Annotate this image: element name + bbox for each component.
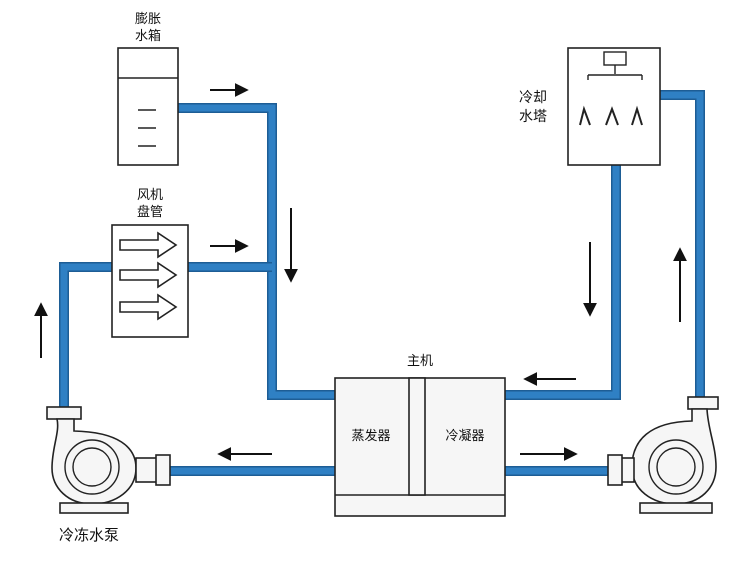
expansion-tank-label-line2: 水箱 xyxy=(135,28,161,44)
main-unit: 主机 蒸发器 冷凝器 xyxy=(334,354,506,517)
cooling-tower-return-pipe xyxy=(505,165,620,399)
chilled-water-pump: 冷冻水泵 xyxy=(46,406,171,544)
cooling-tower: 冷却 水塔 xyxy=(519,47,661,166)
evaporator-label: 蒸发器 xyxy=(351,428,390,444)
expansion-tank-label-line1: 膨胀 xyxy=(135,12,161,27)
fan-coil-unit: 风机 盘管 xyxy=(111,188,189,338)
fan-coil-arrow-icon xyxy=(119,231,178,321)
main-unit-label: 主机 xyxy=(407,354,433,369)
cooling-tower-label-line1: 冷却 xyxy=(519,90,547,106)
cooling-water-pump xyxy=(607,396,719,514)
chilled-pump-label: 冷冻水泵 xyxy=(59,526,119,544)
cooling-tower-label-line2: 水塔 xyxy=(519,109,547,125)
condenser-label: 冷凝器 xyxy=(445,428,484,444)
spray-nozzle-icons xyxy=(579,105,643,126)
chilled-pump-supply-pipe xyxy=(60,263,112,408)
flow-arrow-icons xyxy=(34,83,687,461)
fan-coil-label-line1: 风机 xyxy=(137,188,163,203)
expansion-tank: 膨胀 水箱 xyxy=(117,12,179,166)
expansion-tank-pipe xyxy=(178,104,335,399)
sprinkler-icon xyxy=(587,51,643,80)
fan-coil-label-line2: 盘管 xyxy=(137,204,163,220)
